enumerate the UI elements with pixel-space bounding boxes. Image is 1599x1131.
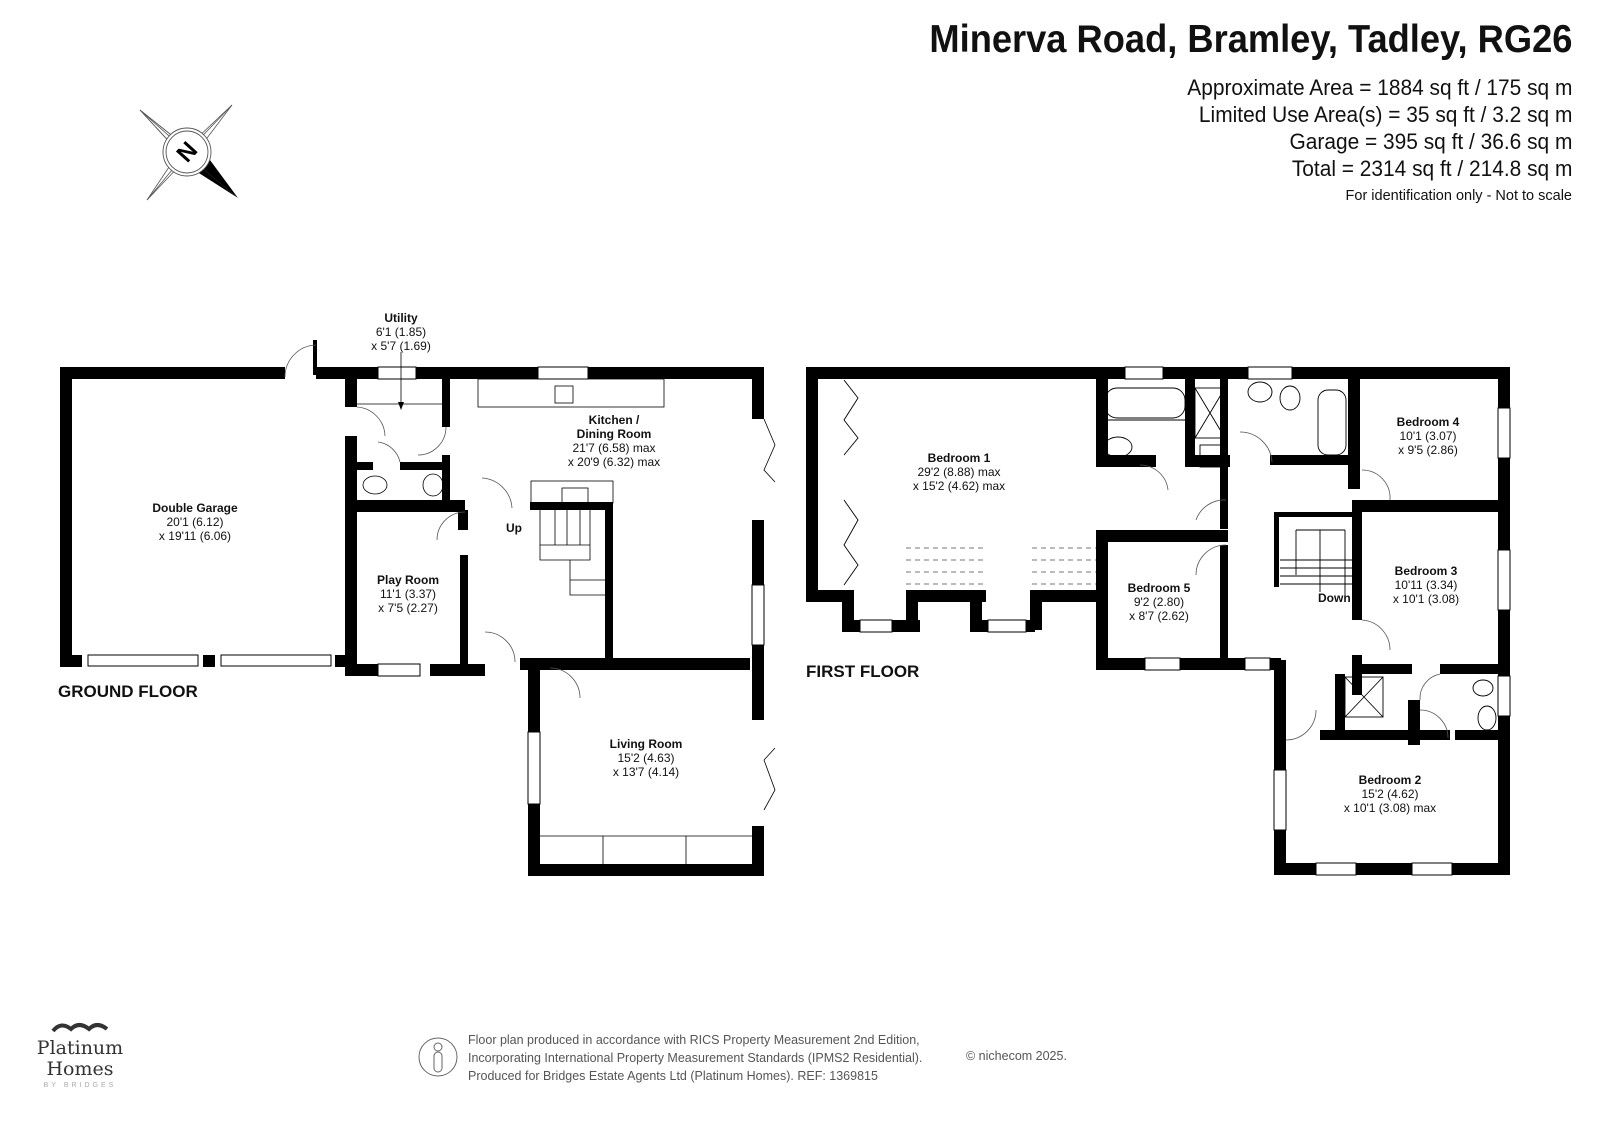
utility-pointer-arrow-icon (398, 352, 404, 410)
room-play-room: Play Room 11'1 (3.37) x 7'5 (2.27) (376, 573, 440, 615)
garage-left-wall (60, 367, 72, 667)
platinum-homes-logo: Platinum Homes BY BRIDGES (30, 1020, 130, 1089)
total-area: Total = 2314 sq ft / 214.8 sq m (1291, 156, 1572, 181)
room-kitchen-dining: Kitchen / Dining Room 21'7 (6.58) max x … (567, 413, 661, 469)
stairs-down-label: Down (1318, 591, 1351, 605)
north-compass-icon: N (139, 104, 238, 201)
garage-area: Garage = 395 sq ft / 36.6 sq m (1289, 129, 1572, 154)
room-bedroom-5: Bedroom 5 9'2 (2.80) x 8'7 (2.62) (1127, 581, 1191, 623)
room-living-room: Living Room 15'2 (4.63) x 13'7 (4.14) (609, 737, 683, 779)
stairs-up-label: Up (506, 521, 522, 535)
approximate-area: Approximate Area = 1884 sq ft / 175 sq m (1186, 75, 1572, 100)
copyright-notice: © nichecom 2025. (966, 1049, 1067, 1063)
property-title: Minerva Road, Bramley, Tadley, RG26 (928, 18, 1572, 61)
room-double-garage: Double Garage 20'1 (6.12) x 19'11 (6.06) (152, 501, 238, 543)
ground-floor-label: GROUND FLOOR (58, 682, 198, 701)
scale-disclaimer: For identification only - Not to scale (1345, 188, 1572, 204)
room-bedroom-3: Bedroom 3 10'11 (3.34) x 10'1 (3.08) (1392, 564, 1460, 606)
room-bedroom-1: Bedroom 1 29'2 (8.88) max x 15'2 (4.62) … (912, 451, 1006, 493)
footer-disclaimer: Floor plan produced in accordance with R… (468, 1033, 923, 1083)
room-utility: Utility 6'1 (1.85) x 5'7 (1.69) (371, 311, 431, 353)
roof-arches-icon (51, 1023, 109, 1033)
room-bedroom-4: Bedroom 4 10'1 (3.07) x 9'5 (2.86) (1396, 415, 1460, 457)
room-bedroom-2: Bedroom 2 15'2 (4.62) x 10'1 (3.08) max (1343, 773, 1437, 815)
limited-use-area: Limited Use Area(s) = 35 sq ft / 3.2 sq … (1198, 102, 1572, 127)
garage-top-wall (60, 367, 285, 379)
first-floor-label: FIRST FLOOR (806, 662, 920, 681)
area-summary: Approximate Area = 1884 sq ft / 175 sq m… (1167, 74, 1572, 204)
ipms-person-icon (418, 1037, 458, 1077)
